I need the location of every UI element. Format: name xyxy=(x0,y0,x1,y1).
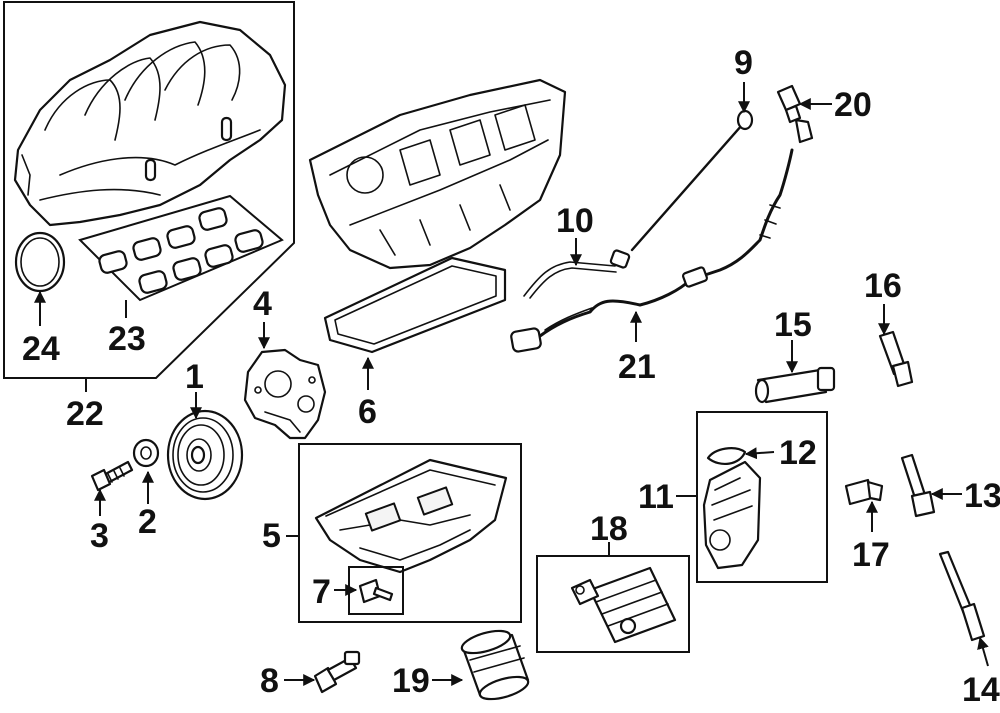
oil-cooler-frame xyxy=(536,555,690,653)
callout-18: 18 xyxy=(590,510,628,548)
leader-lines xyxy=(34,82,989,686)
oil-pressure-switch[interactable] xyxy=(313,650,361,694)
camshaft-sensor[interactable] xyxy=(754,366,836,404)
oil-cooler[interactable] xyxy=(570,566,677,644)
throttle-body-gasket[interactable] xyxy=(14,231,66,293)
manifold-group-frame xyxy=(3,1,295,379)
washer[interactable] xyxy=(132,438,160,468)
timing-cover-seal[interactable] xyxy=(706,447,747,466)
crankshaft-pulley[interactable] xyxy=(166,409,244,501)
callout-1: 1 xyxy=(185,358,204,396)
callout-21: 21 xyxy=(618,348,656,386)
callout-2: 2 xyxy=(138,503,157,541)
callout-4: 4 xyxy=(253,285,272,323)
callout-8: 8 xyxy=(260,662,279,700)
intake-gasket-set[interactable] xyxy=(78,194,284,302)
callout-13: 13 xyxy=(964,477,1000,515)
guide-stud[interactable] xyxy=(938,550,986,642)
callout-20: 20 xyxy=(834,86,872,124)
callout-7: 7 xyxy=(312,573,331,611)
callout-14: 14 xyxy=(962,671,1000,709)
oil-pan-gasket[interactable] xyxy=(323,256,507,354)
callout-15: 15 xyxy=(774,306,812,344)
oil-cooler-group xyxy=(536,555,690,653)
oil-pan-group xyxy=(298,443,522,623)
callout-9: 9 xyxy=(734,44,753,82)
callout-17: 17 xyxy=(852,536,890,574)
timing-cover[interactable] xyxy=(702,460,762,570)
engine-block[interactable] xyxy=(308,78,567,270)
callout-23: 23 xyxy=(108,320,146,358)
callout-16: 16 xyxy=(864,267,902,305)
callout-3: 3 xyxy=(90,517,109,555)
callout-11: 11 xyxy=(638,478,674,516)
callout-24: 24 xyxy=(22,330,60,368)
dipstick-tube[interactable] xyxy=(523,249,631,299)
oil-pan[interactable] xyxy=(314,458,508,574)
callout-19: 19 xyxy=(392,662,430,700)
callout-labels: 1 2 3 4 5 6 7 8 9 10 11 12 13 14 15 16 1… xyxy=(22,44,1000,709)
gasket-set-frame xyxy=(78,194,284,302)
dipstick[interactable] xyxy=(630,109,754,252)
callout-22: 22 xyxy=(66,395,104,433)
pcv-valve[interactable] xyxy=(776,84,814,144)
drain-plug[interactable] xyxy=(358,578,394,604)
stud[interactable] xyxy=(878,330,914,388)
callout-10: 10 xyxy=(556,202,594,240)
callout-12: 12 xyxy=(779,434,817,472)
oil-pressure-sensor[interactable] xyxy=(844,478,884,506)
crank-bolt[interactable] xyxy=(90,460,134,492)
cover-bolt[interactable] xyxy=(900,453,936,518)
oil-pan-frame xyxy=(298,443,522,623)
oil-filter[interactable] xyxy=(459,626,530,703)
callout-5: 5 xyxy=(262,517,281,555)
oil-pump[interactable] xyxy=(243,348,327,440)
pcv-hose-assembly[interactable] xyxy=(510,148,794,353)
intake-manifold[interactable] xyxy=(13,20,287,227)
callout-6: 6 xyxy=(358,393,377,431)
intake-manifold-group xyxy=(3,1,295,379)
